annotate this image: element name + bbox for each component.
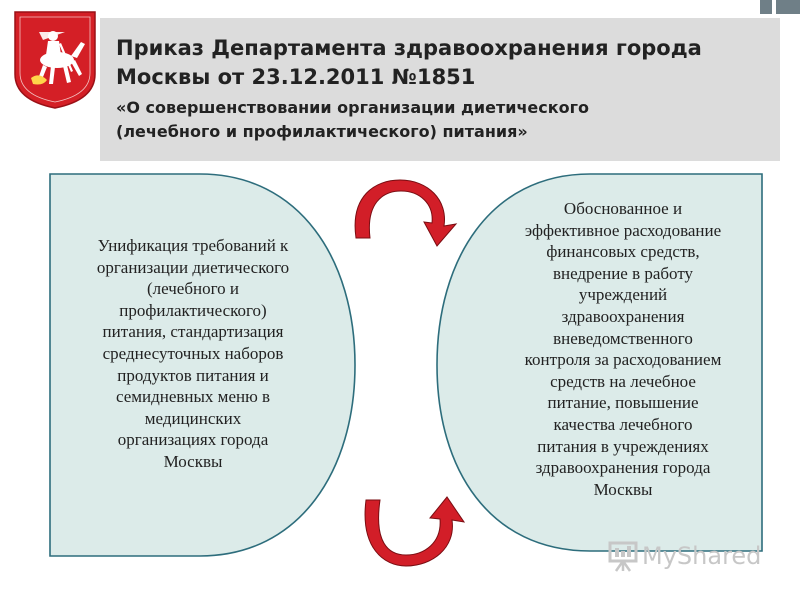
left-shape-text: Унификация требований к организации диет… [58, 235, 328, 473]
corner-decoration [760, 0, 772, 14]
right-text-line: вневедомственного [553, 328, 693, 348]
right-text-line: Москвы [593, 479, 653, 499]
subtitle-line-1: «О совершенствовании организации диетиче… [116, 98, 589, 117]
right-text-line: контроля за расходованием [524, 350, 722, 370]
moscow-coat-of-arms-icon [13, 10, 97, 110]
right-text-line: эффективное расходование [524, 220, 722, 240]
left-text-line: профилактического) [119, 300, 267, 320]
right-text-line: здравоохранения города [535, 458, 711, 478]
right-text-line: питание, повышение [547, 393, 699, 413]
right-text-line: средств на лечебное [550, 371, 696, 391]
corner-decoration [776, 0, 788, 14]
left-text-line: организации диетического [96, 257, 290, 277]
right-text-line: питания в учреждениях [537, 436, 709, 456]
watermark: MyShared [608, 538, 761, 574]
subtitle: «О совершенствовании организации диетиче… [116, 96, 762, 144]
right-shape [436, 173, 763, 552]
left-text-line: продуктов питания и [117, 365, 269, 385]
subtitle-line-2: (лечебного и профилактического) питания» [116, 122, 528, 141]
left-text-line: Москвы [163, 451, 223, 471]
right-text-line: учреждений [578, 285, 668, 305]
watermark-text: MyShared [642, 542, 762, 570]
curved-arrow-clockwise-icon [354, 179, 458, 247]
left-text-line: организациях города [117, 430, 269, 450]
title-banner: Приказ Департамента здравоохранения горо… [100, 18, 780, 161]
presentation-board-icon [608, 541, 638, 572]
curved-arrow-counterclockwise-icon [364, 496, 466, 567]
left-text-line: Унификация требований к [97, 236, 289, 255]
corner-decoration [788, 0, 800, 14]
left-shape [49, 173, 356, 557]
title-line-1: Приказ Департамента здравоохранения горо… [116, 36, 702, 60]
left-text-line: семидневных меню в [115, 387, 271, 407]
left-text-line: среднесуточных наборов [102, 343, 284, 363]
right-text-line: внедрение в работу [552, 263, 694, 283]
right-shape-text: Обоснованное и эффективное расходование … [488, 198, 758, 500]
right-text-line: здравоохранения [561, 306, 685, 326]
title-line-2: Москвы от 23.12.2011 №1851 [116, 65, 476, 89]
right-text-line: финансовых средств, [546, 242, 700, 262]
left-text-line: медицинских [144, 408, 242, 428]
left-text-line: (лечебного и [146, 279, 239, 299]
right-text-line: качества лечебного [553, 414, 693, 434]
left-text-line: питания, стандартизация [102, 322, 284, 342]
right-text-line: Обоснованное и [563, 199, 683, 218]
